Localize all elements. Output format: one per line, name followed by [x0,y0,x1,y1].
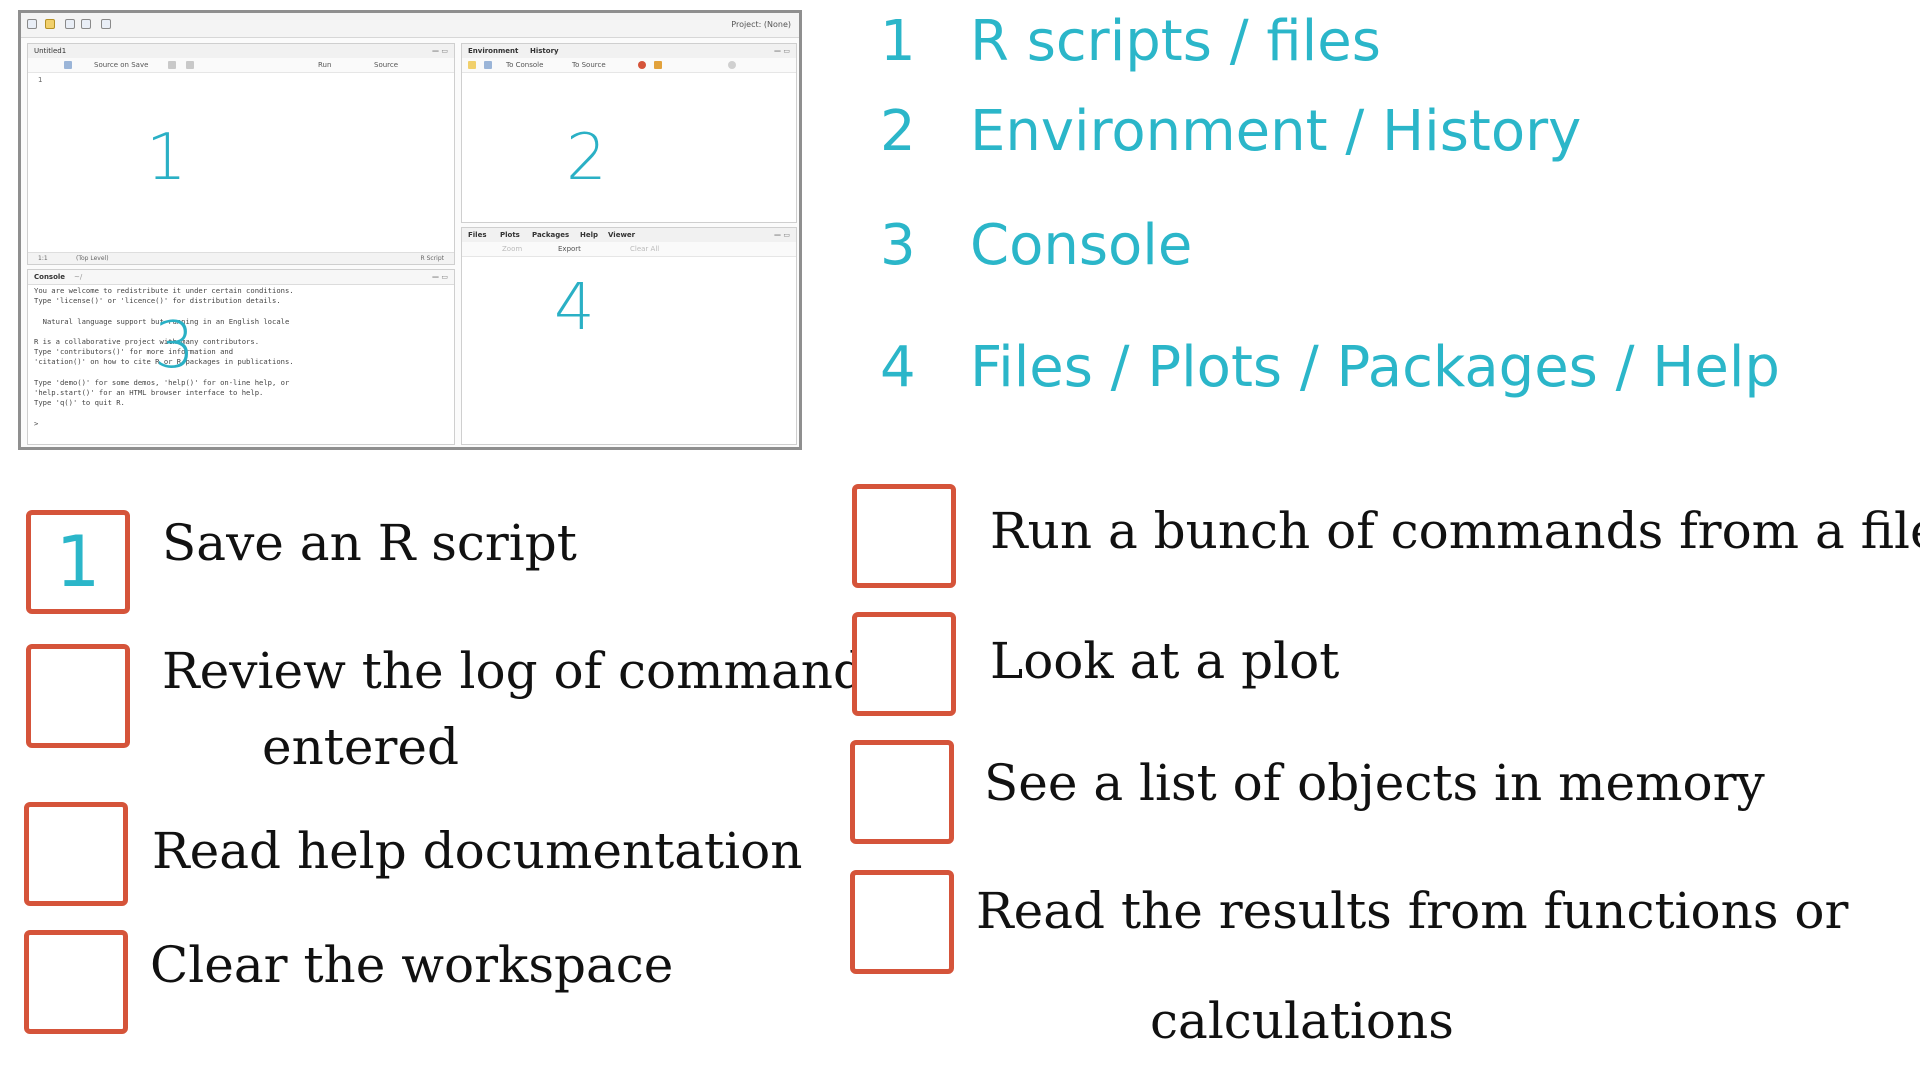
tab-history[interactable]: History [530,47,559,55]
to-console-button[interactable]: To Console [506,61,544,69]
run-button[interactable]: Run [318,61,332,69]
files-pane: Files Plots Packages Help Viewer — ▭ Zoo… [461,227,797,445]
environment-tabs: Environment History — ▭ [462,44,796,59]
to-source-button[interactable]: To Source [572,61,606,69]
quiz-label: Review the log of commands [162,642,891,700]
window-controls-icon[interactable]: — ▭ [432,47,449,55]
console-pane: Console ~/ — ▭ You are welcome to redist… [27,269,455,445]
legend-number: 1 [880,9,916,74]
quiz-label: Read the results from functions or [976,882,1849,940]
load-icon[interactable] [468,61,476,69]
quiz-label-continued: entered [262,718,459,776]
search-icon[interactable] [728,61,736,69]
files-tabs: Files Plots Packages Help Viewer — ▭ [462,228,796,243]
export-button[interactable]: Export [558,245,581,253]
source-button[interactable]: Source [374,61,399,69]
answer-box[interactable] [850,870,954,974]
source-tabs: Untitled1 — ▭ [28,44,454,59]
wand-icon[interactable] [186,61,194,69]
zoom-button[interactable]: Zoom [502,245,523,253]
new-file-icon[interactable] [27,19,37,29]
tab-environment[interactable]: Environment [468,47,519,55]
environment-toolbar: To Console To Source [462,58,796,73]
source-toolbar: Source on Save Run Source [28,58,454,73]
answer-box[interactable] [852,484,956,588]
answer-box[interactable] [24,802,128,906]
window-controls-icon[interactable]: — ▭ [774,231,791,239]
pane-number-2: 2 [566,121,607,195]
search-icon[interactable] [168,61,176,69]
quiz-label: Run a bunch of commands from a file [990,502,1920,560]
line-number: 1 [38,76,43,84]
answer-box[interactable] [24,930,128,1034]
quiz-label: See a list of objects in memory [984,754,1765,812]
save-icon[interactable] [64,61,72,69]
answer-box[interactable] [852,612,956,716]
save-all-icon[interactable] [81,19,91,29]
legend-label: Environment / History [970,99,1582,164]
console-path: ~/ [74,273,83,281]
pane-number-3: 3 [154,309,195,383]
window-controls-icon[interactable]: — ▭ [774,47,791,55]
legend-label: Console [970,213,1193,278]
rstudio-toolbar: Project: (None) [21,13,799,38]
tab-viewer[interactable]: Viewer [608,231,636,239]
quiz-label: Save an R script [162,514,577,572]
project-menu[interactable]: Project: (None) [731,20,791,29]
window-controls-icon[interactable]: — ▭ [432,273,449,281]
file-type[interactable]: R Script [420,255,444,262]
save-icon[interactable] [65,19,75,29]
legend-number: 4 [880,335,916,400]
tab-files[interactable]: Files [468,231,487,239]
answer-box[interactable] [26,644,130,748]
quiz-label: Clear the workspace [150,936,674,994]
quiz-label-continued: calculations [1150,992,1454,1050]
tab-help[interactable]: Help [580,231,599,239]
broom-icon[interactable] [654,61,662,69]
source-status-bar: 1:1 (Top Level) R Script [28,252,454,264]
legend-label: R scripts / files [970,9,1381,74]
legend-label: Files / Plots / Packages / Help [970,335,1780,400]
pane-number-1: 1 [146,121,187,195]
cursor-position: 1:1 [38,255,48,262]
rstudio-screenshot: Project: (None) Untitled1 — ▭ Source on … [18,10,802,450]
answer-box[interactable] [850,740,954,844]
open-folder-icon[interactable] [45,19,55,29]
tab-untitled[interactable]: Untitled1 [34,47,67,55]
quiz-label: Look at a plot [990,632,1340,690]
delete-icon[interactable] [638,61,646,69]
console-output[interactable]: You are welcome to redistribute it under… [34,286,294,428]
scope-level[interactable]: (Top Level) [76,255,109,262]
legend-number: 2 [880,99,916,164]
environment-pane: Environment History — ▭ To Console To So… [461,43,797,223]
tab-packages[interactable]: Packages [532,231,570,239]
clear-all-button[interactable]: Clear All [630,245,660,253]
console-title[interactable]: Console [34,273,66,281]
legend-number: 3 [880,213,916,278]
files-toolbar: Zoom Export Clear All [462,242,796,257]
tab-plots[interactable]: Plots [500,231,520,239]
print-icon[interactable] [101,19,111,29]
source-pane: Untitled1 — ▭ Source on Save Run Source … [27,43,455,265]
save-icon[interactable] [484,61,492,69]
pane-number-4: 4 [554,271,595,345]
source-on-save-checkbox[interactable]: Source on Save [94,61,149,69]
quiz-label: Read help documentation [152,822,803,880]
console-header: Console ~/ — ▭ [28,270,454,285]
answer-box[interactable]: 1 [26,510,130,614]
